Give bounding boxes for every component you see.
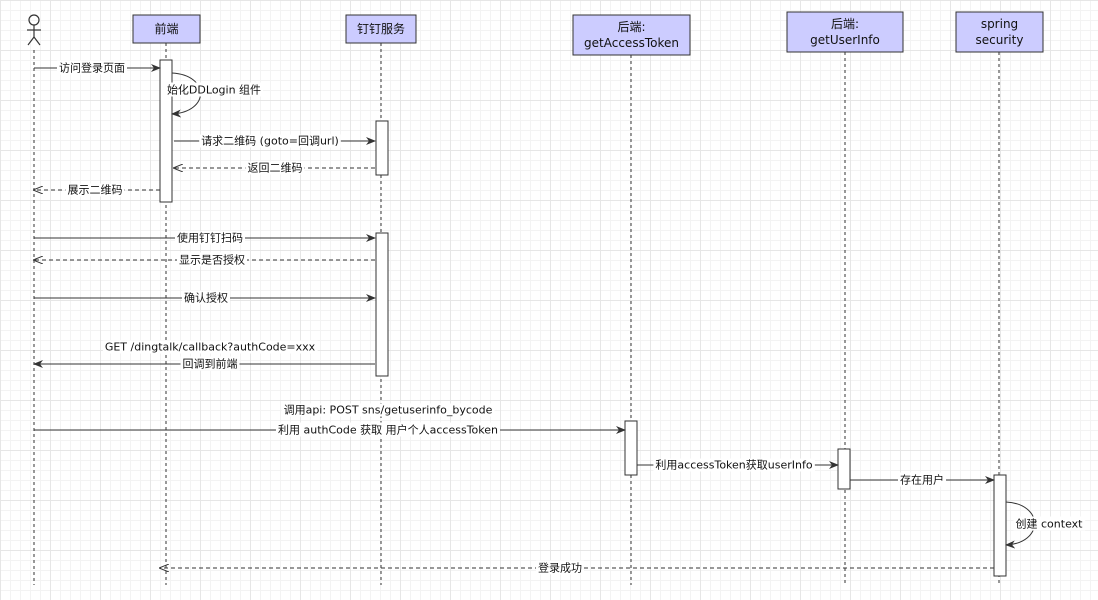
participant-label: security (976, 33, 1024, 47)
message-label: 确认授权 (184, 291, 228, 305)
message-label: 创建 context (1016, 517, 1084, 531)
participant-label: getAccessToken (584, 36, 679, 50)
participant-box (132, 14, 201, 44)
message-m14: 登录成功 (160, 560, 994, 575)
message-label: 始化DDLogin 组件 (167, 83, 261, 97)
message-m3: 请求二维码 (goto=回调url) (174, 134, 376, 148)
message-label: GET /dingtalk/callback?authCode=xxx (105, 341, 316, 354)
message-label-bg (102, 340, 318, 354)
message-m8: 确认授权 (34, 290, 376, 305)
participant-getAccessToken: 后端: getAccessToken (572, 14, 691, 56)
message-m1: 访问登录页面 (34, 60, 161, 75)
actor-left-leg (27, 36, 35, 46)
participant-label: getUserInfo (810, 33, 880, 47)
participant-box (345, 14, 417, 44)
message-label-bg (175, 231, 245, 245)
message-label: 调用api: POST sns/getuserinfo_bycode (284, 404, 493, 417)
message-label: 利用 authCode 获取 用户个人accessToken (278, 423, 498, 437)
participant-label: 钉钉服务 (357, 21, 405, 36)
participant-getUserInfo: 后端: getUserInfo (786, 11, 904, 53)
message-m6: 使用钉钉扫码 (34, 231, 376, 245)
actor-head (28, 14, 40, 26)
message-label-bg (57, 60, 127, 75)
message-label-bg (536, 560, 584, 575)
actor-user (27, 14, 41, 46)
activation-getAccessToken (624, 420, 638, 476)
message-label-bg (245, 161, 305, 175)
message-label: 请求二维码 (goto=回调url) (201, 135, 339, 148)
message-label-bg (180, 356, 240, 371)
message-label-bg (65, 183, 125, 197)
participant-dingtalk: 钉钉服务 (345, 14, 417, 44)
message-label: 登录成功 (538, 561, 582, 575)
message-label-bg (199, 134, 341, 148)
participant-box (572, 14, 691, 56)
participant-label: spring (981, 17, 1018, 31)
message-label-bg (177, 252, 247, 267)
message-label-bg (281, 403, 495, 417)
message-label-bg (898, 472, 946, 487)
message-label-bg (275, 422, 501, 437)
message-m4: 返回二维码 (174, 161, 375, 175)
message-label-bg (653, 458, 815, 472)
message-label: 存在用户 (900, 473, 944, 487)
activation-dingtalk (375, 232, 389, 377)
message-label-bg (164, 82, 264, 97)
message-m2: 始化DDLogin 组件 (164, 72, 264, 118)
message-m12: 存在用户 (850, 472, 995, 487)
message-label: 使用钉钉扫码 (177, 232, 243, 245)
participant-box (955, 11, 1044, 53)
activation-getUserInfo (837, 448, 851, 490)
message-label: 显示是否授权 (179, 253, 245, 267)
message-m7: 显示是否授权 (34, 252, 375, 267)
message-m13: 创建 context (1005, 501, 1086, 549)
message-label: 访问登录页面 (59, 61, 125, 75)
participant-springSecurity: spring security (955, 11, 1044, 53)
activation-springSecurity (993, 474, 1007, 577)
message-label: 返回二维码 (248, 162, 303, 175)
activation-frontend (159, 59, 173, 203)
message-label: 展示二维码 (68, 184, 123, 197)
participant-label: 后端: (617, 20, 645, 34)
message-m5: 展示二维码 (34, 183, 160, 197)
message-m9: GET /dingtalk/callback?authCode=xxx 回调到前端 (33, 340, 375, 371)
participant-frontend: 前端 (132, 14, 201, 44)
participant-label: 后端: (831, 17, 859, 31)
actor-right-leg (33, 36, 41, 46)
message-m11: 利用accessToken获取userInfo (637, 458, 839, 472)
participant-box (786, 11, 904, 53)
message-m10: 调用api: POST sns/getuserinfo_bycode 利用 aut… (34, 403, 626, 437)
message-label: 回调到前端 (183, 357, 238, 371)
message-label-bg (182, 290, 230, 305)
message-label: 利用accessToken获取userInfo (655, 459, 812, 472)
participant-label: 前端 (154, 21, 178, 36)
message-label-bg (1013, 516, 1086, 531)
activation-dingtalk (375, 120, 389, 176)
